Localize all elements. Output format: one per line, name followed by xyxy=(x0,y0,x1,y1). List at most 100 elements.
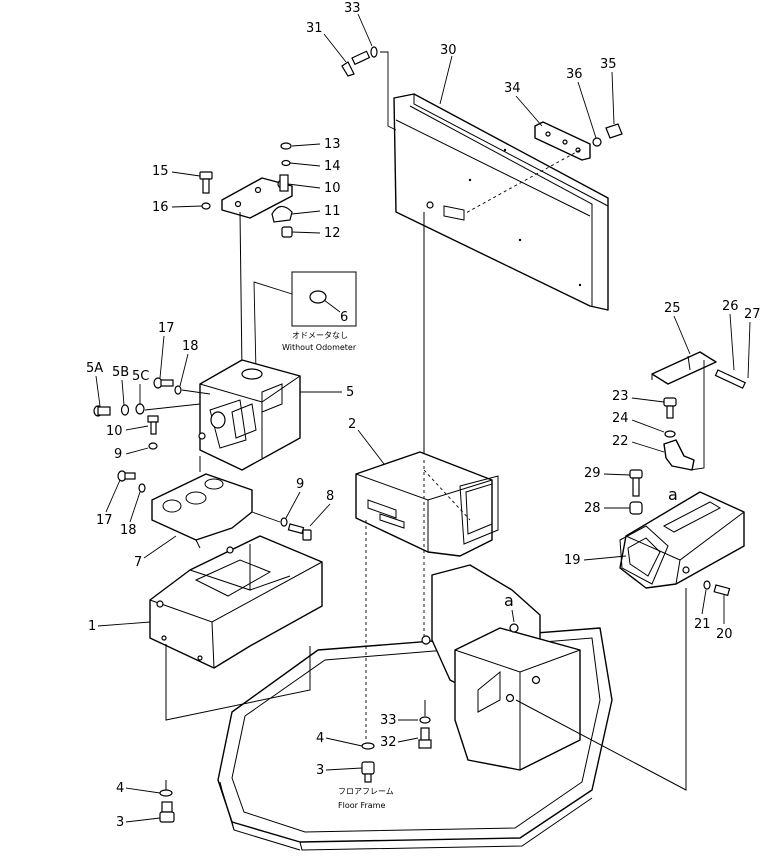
svg-text:13: 13 xyxy=(324,137,341,152)
floor-frame-en: Floor Frame xyxy=(338,801,385,810)
svg-text:5C: 5C xyxy=(132,369,149,384)
callout-18-left: 18 xyxy=(120,491,141,538)
callout-32: 32 xyxy=(380,735,419,750)
bolt-31 xyxy=(341,46,378,77)
svg-text:5B: 5B xyxy=(112,365,129,380)
callout-10-top: 10 xyxy=(287,181,341,196)
svg-text:12: 12 xyxy=(324,226,341,241)
washer-21 xyxy=(703,580,711,590)
callout-10-mid: 10 xyxy=(106,424,149,439)
odometer-note-en: Without Odometer xyxy=(282,343,357,352)
svg-text:14: 14 xyxy=(324,159,341,174)
callout-15: 15 xyxy=(152,164,201,179)
callout-3-left: 3 xyxy=(116,815,161,830)
callout-22: 22 xyxy=(612,434,665,453)
callout-33-top: 33 xyxy=(344,1,373,47)
svg-text:34: 34 xyxy=(504,81,521,96)
odometer-note-jp: オドメータなし xyxy=(292,331,348,340)
lead-33-panel xyxy=(380,51,397,131)
svg-text:3: 3 xyxy=(316,763,324,778)
callout-12: 12 xyxy=(291,226,341,241)
bolt-23 xyxy=(663,397,677,419)
lead-18-top xyxy=(181,389,211,395)
callout-9-upper: 9 xyxy=(114,447,149,462)
svg-text:18: 18 xyxy=(182,339,199,354)
callout-9-mid: 9 xyxy=(285,477,304,519)
bolt-8 xyxy=(287,523,312,541)
callout-25: 25 xyxy=(664,301,691,355)
svg-text:6: 6 xyxy=(340,310,348,325)
callout-21: 21 xyxy=(694,589,711,632)
callout-a-right: a xyxy=(668,485,678,504)
panel-30 xyxy=(393,93,609,311)
svg-text:a: a xyxy=(504,591,514,610)
floor-frame-jp: フロアフレーム xyxy=(338,787,394,796)
link-1-frame xyxy=(165,644,311,721)
callout-31: 31 xyxy=(306,21,347,63)
lead-5c xyxy=(144,403,201,411)
svg-text:2: 2 xyxy=(348,417,356,432)
svg-text:21: 21 xyxy=(694,617,711,632)
callout-26: 26 xyxy=(722,299,739,371)
svg-text:10: 10 xyxy=(106,424,123,439)
callout-30: 30 xyxy=(439,43,457,105)
bolt-20 xyxy=(713,584,731,597)
lead-odometer xyxy=(253,281,293,373)
cover-7 xyxy=(151,473,253,549)
callout-18-top: 18 xyxy=(179,339,199,387)
lead-7-9 xyxy=(251,511,281,523)
callout-34: 34 xyxy=(504,81,543,127)
bolt-29 xyxy=(629,469,643,497)
svg-text:32: 32 xyxy=(380,735,397,750)
box-5 xyxy=(198,359,301,471)
svg-text:7: 7 xyxy=(134,555,142,570)
svg-text:27: 27 xyxy=(744,307,761,322)
svg-text:29: 29 xyxy=(584,466,601,481)
callout-36: 36 xyxy=(566,67,597,139)
callout-33-lower: 33 xyxy=(380,713,418,728)
callout-19: 19 xyxy=(564,553,627,568)
callout-2: 2 xyxy=(348,417,385,465)
callout-27: 27 xyxy=(744,307,761,379)
callout-35: 35 xyxy=(600,57,617,125)
svg-text:5: 5 xyxy=(346,385,354,400)
callout-1: 1 xyxy=(88,619,151,634)
svg-text:25: 25 xyxy=(664,301,681,316)
svg-text:28: 28 xyxy=(584,501,601,516)
callout-5b: 5B xyxy=(112,365,129,406)
callout-5: 5 xyxy=(300,385,354,400)
svg-text:10: 10 xyxy=(324,181,341,196)
svg-text:11: 11 xyxy=(324,204,341,219)
svg-text:33: 33 xyxy=(380,713,397,728)
washer-33-lower xyxy=(419,716,431,724)
svg-text:4: 4 xyxy=(316,731,324,746)
callout-14: 14 xyxy=(289,159,341,174)
callout-4-center: 4 xyxy=(316,731,363,747)
callout-3-center: 3 xyxy=(316,763,363,778)
washer-18-left xyxy=(138,483,146,493)
washer-18-top xyxy=(174,385,182,395)
svg-text:19: 19 xyxy=(564,553,581,568)
svg-text:33: 33 xyxy=(344,1,361,16)
base-1 xyxy=(149,535,323,669)
svg-text:31: 31 xyxy=(306,21,323,36)
callout-16: 16 xyxy=(152,200,203,215)
callout-20: 20 xyxy=(716,594,733,642)
svg-text:23: 23 xyxy=(612,389,629,404)
line-25-22 xyxy=(689,360,705,471)
svg-text:16: 16 xyxy=(152,200,169,215)
svg-text:17: 17 xyxy=(96,513,113,528)
callout-17-top: 17 xyxy=(158,321,175,379)
svg-text:9: 9 xyxy=(114,447,122,462)
svg-text:8: 8 xyxy=(326,489,334,504)
dash-34-30 xyxy=(463,149,581,215)
callout-5a: 5A xyxy=(86,361,103,407)
callout-7: 7 xyxy=(134,535,177,570)
bolt-3-left xyxy=(159,801,175,823)
pin-27 xyxy=(714,369,746,389)
svg-text:a: a xyxy=(668,485,678,504)
clamp-11 xyxy=(271,205,293,223)
callout-28: 28 xyxy=(584,501,630,516)
